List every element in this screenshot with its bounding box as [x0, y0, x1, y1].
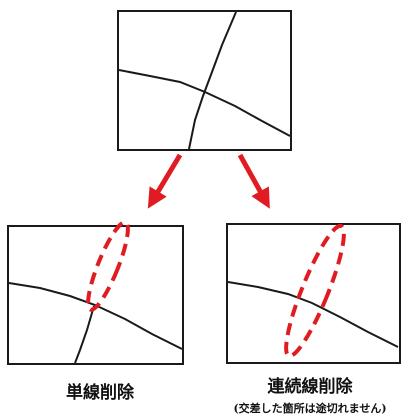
continuous-deletion-frame: [226, 223, 401, 364]
single-deletion-frame: [7, 225, 184, 365]
single-line-deletion-panel: [7, 220, 184, 365]
continuous-line-deletion-caption-block: 連続線削除 (交差した箇所は途切れません): [215, 372, 405, 416]
continuous-line-deletion-note: (交差した箇所は途切れません): [233, 402, 387, 415]
continuous-line-deletion-caption: 連続線削除: [267, 377, 353, 397]
continuous-deletion-horizontal-line: [227, 281, 399, 348]
single-deletion-horizontal-line: [8, 282, 183, 350]
original-vertical-line: [188, 11, 237, 150]
single-deletion-highlight-ellipse: [86, 220, 130, 312]
original-panel: [117, 10, 292, 151]
single-line-deletion-caption: 単線削除: [66, 383, 134, 403]
original-panel-frame: [117, 10, 292, 151]
arrow-left: [147, 153, 183, 209]
single-deletion-remaining-segment: [74, 305, 95, 364]
continuous-line-deletion-panel: [226, 223, 401, 364]
arrow-right: [237, 153, 270, 209]
continuous-deletion-highlight-ellipse: [284, 223, 346, 359]
